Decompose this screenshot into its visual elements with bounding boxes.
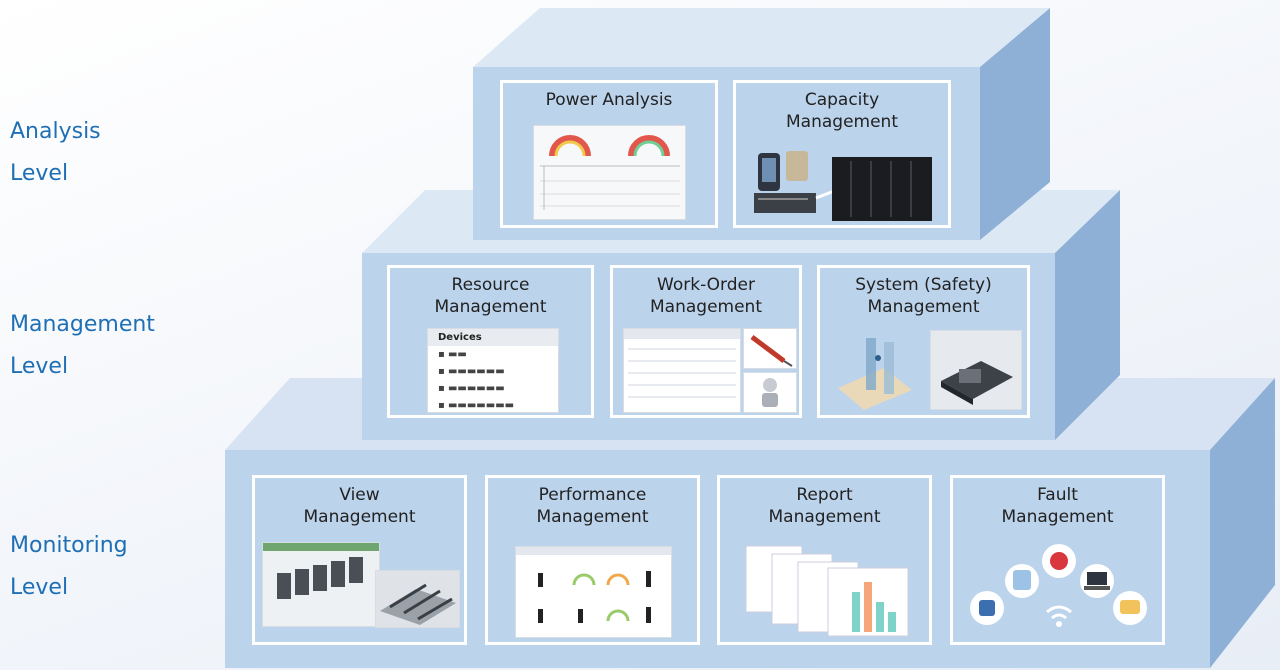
system-safety-management-title: System (Safety) Management xyxy=(855,275,992,317)
access-gate-icon xyxy=(838,338,912,410)
view-management-title: View Management xyxy=(303,485,416,527)
report-management-title: Report Management xyxy=(768,485,881,527)
metrics-dashboard-icon xyxy=(516,547,671,623)
device-tree-header: Devices xyxy=(428,329,558,346)
device-tree-row: ▪ ▬▬▬▬▬▬ xyxy=(438,383,505,394)
view-management-panel: View Management xyxy=(252,475,467,645)
analysis-level-label: Analysis Level xyxy=(10,119,101,186)
gauge-chart-icon xyxy=(534,126,685,219)
capacity-management-panel: Capacity Management xyxy=(733,80,951,228)
work-order-management-title: Work-Order Management xyxy=(650,275,762,317)
power-analysis-thumbnail xyxy=(533,125,686,220)
device-tree-row: ▪ ▬▬ xyxy=(438,349,467,360)
resource-management-title: Resource Management xyxy=(434,275,547,317)
server-room-icon xyxy=(941,361,1013,405)
analysis-block-side xyxy=(980,8,1050,240)
device-tree-row: ▪ ▬▬▬▬▬▬▬ xyxy=(438,400,515,411)
fault-management-title: Fault Management xyxy=(1001,485,1114,527)
robot-icon xyxy=(762,378,778,407)
work-order-management-panel: Work-Order Management xyxy=(610,265,802,418)
power-analysis-title: Power Analysis xyxy=(545,90,673,110)
management-block-side xyxy=(1055,190,1120,440)
analysis-block-top xyxy=(473,8,1050,67)
performance-management-title: Performance Management xyxy=(536,485,649,527)
monitoring-block-side xyxy=(1210,378,1275,668)
fault-management-panel: Fault Management xyxy=(950,475,1165,645)
screwdriver-icon xyxy=(750,335,793,367)
performance-management-panel: Performance Management xyxy=(485,475,700,645)
management-level-label: Management Level xyxy=(10,312,155,379)
wireless-icon xyxy=(1046,605,1072,614)
floor-layout-icon xyxy=(380,583,456,625)
tools-thumbnail xyxy=(743,328,797,369)
robot-thumbnail xyxy=(743,372,797,413)
device-tree-thumbnail: Devices ▪ ▬▬ ▪ ▬▬▬▬▬▬ ▪ ▬▬▬▬▬▬ ▪ ▬▬▬▬▬▬▬ xyxy=(427,328,559,413)
work-order-list-thumbnail xyxy=(623,328,741,413)
floor-plan-thumbnail xyxy=(375,570,460,628)
server-room-thumbnail xyxy=(930,330,1022,410)
fault-alerts-icon xyxy=(970,544,1147,627)
system-safety-management-panel: System (Safety) Management xyxy=(817,265,1030,418)
racks-3d-icon xyxy=(263,543,379,599)
table-icon xyxy=(624,329,740,398)
stacked-reports-icon xyxy=(745,545,909,637)
report-management-panel: Report Management xyxy=(717,475,932,645)
server-rack-icon xyxy=(754,151,932,221)
device-tree-row: ▪ ▬▬▬▬▬▬ xyxy=(438,366,505,377)
resource-management-panel: Resource Management Devices ▪ ▬▬ ▪ ▬▬▬▬▬… xyxy=(387,265,594,418)
power-analysis-panel: Power Analysis xyxy=(500,80,718,228)
monitoring-level-label: Monitoring Level xyxy=(10,533,128,600)
3d-view-thumbnail xyxy=(262,542,380,627)
performance-dashboard-thumbnail xyxy=(515,546,672,638)
capacity-management-title: Capacity Management xyxy=(786,90,898,132)
